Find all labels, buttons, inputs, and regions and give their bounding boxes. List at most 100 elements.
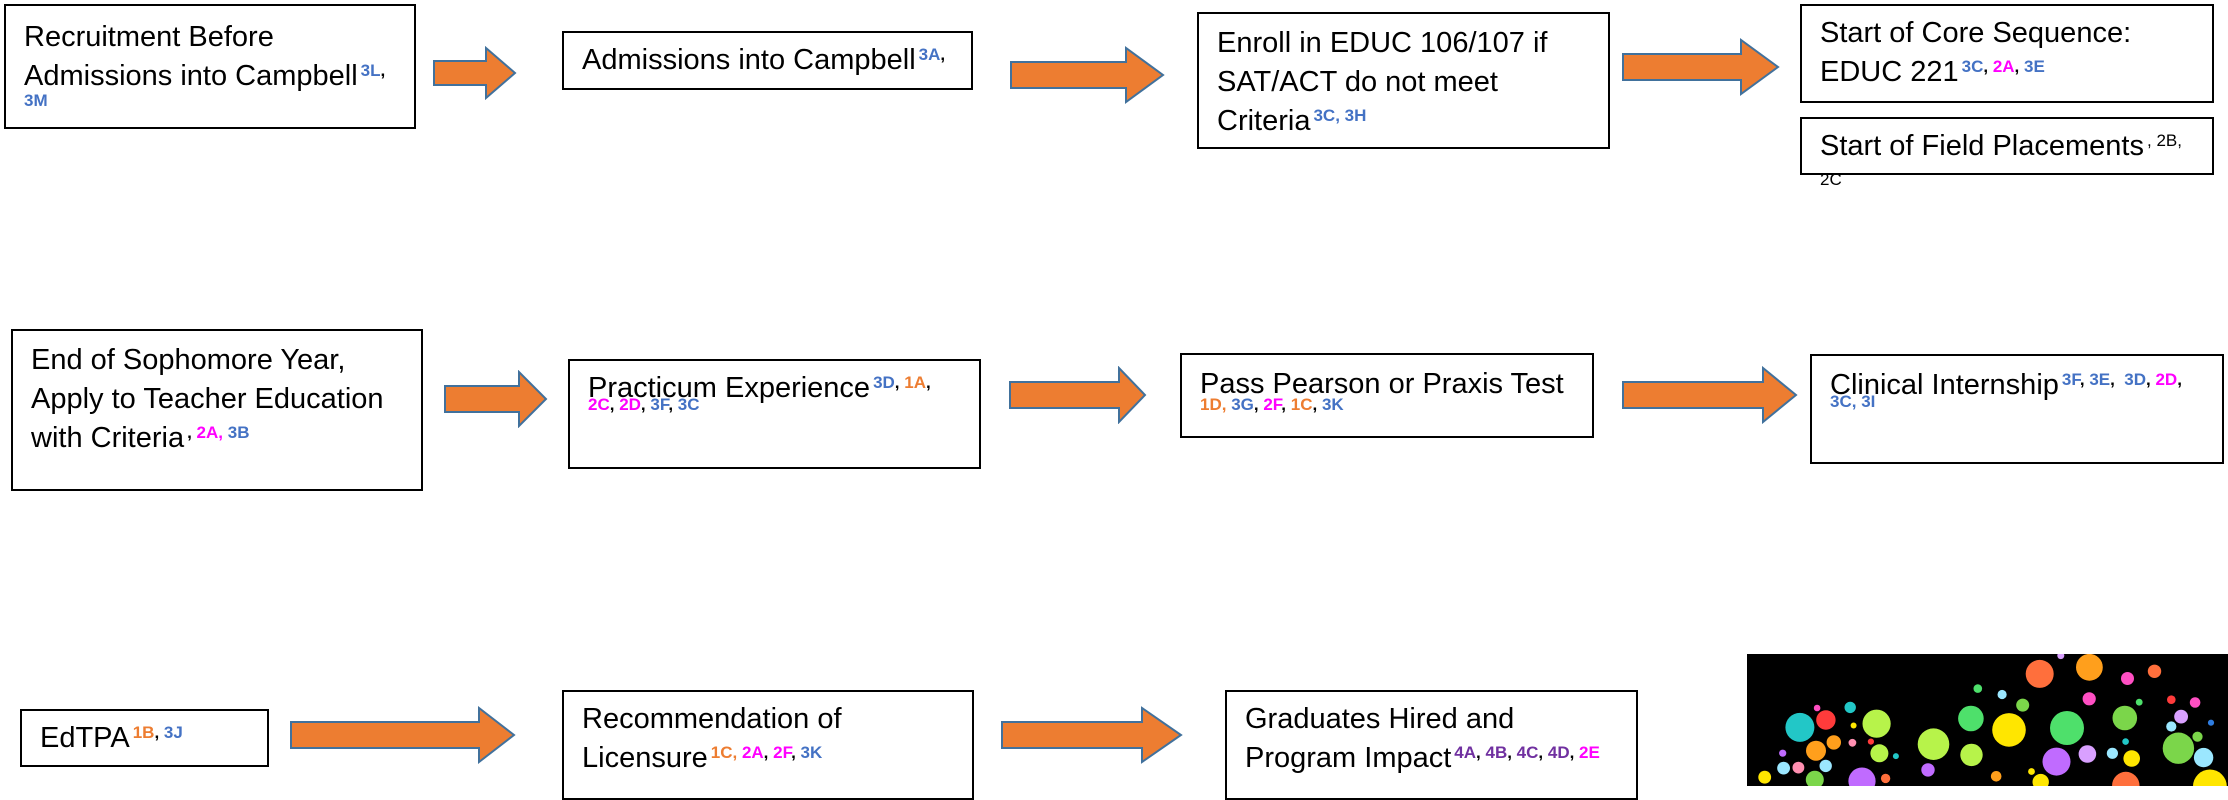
decor-circle: [1997, 689, 2007, 700]
arrow-practicum-to-pearson: [1009, 366, 1147, 424]
admissions-text: Admissions into Campbell: [582, 44, 916, 76]
decor-circle: [2028, 768, 2035, 775]
decor-circle: [2193, 769, 2227, 786]
decor-circle: [1848, 738, 1857, 747]
sophomore-line1: End of Sophomore Year,: [31, 344, 346, 376]
tag-2a: 2A: [741, 743, 764, 762]
pearson-praxis-box: Pass Pearson or Praxis Test 1D, 3G, 2F, …: [1180, 353, 1594, 438]
decor-circle: [2166, 721, 2177, 732]
decor-circle: [2078, 745, 2097, 763]
tag-2f: 2F: [773, 743, 792, 762]
arrow-recruitment-to-admissions: [433, 46, 517, 100]
decor-circle: [2025, 659, 2054, 688]
decor-circle: [2112, 705, 2138, 731]
core-line2: EDUC 221: [1820, 56, 1959, 88]
decor-circle: [2122, 738, 2129, 745]
enroll-line3: Criteria: [1217, 105, 1311, 137]
decor-circle: [2167, 695, 2176, 704]
tag-3m: 3M: [24, 91, 48, 110]
enroll-line1: Enroll in EDUC 106/107 if: [1217, 27, 1548, 59]
tag-3h: 3H: [1344, 106, 1367, 125]
tag-3e: 3E: [2024, 57, 2045, 76]
decor-circle: [1819, 759, 1832, 773]
decor-circle: [2193, 747, 2214, 768]
tag-3k: 3K: [1321, 395, 1344, 414]
decor-circle: [2207, 719, 2215, 726]
decor-circle: [1779, 749, 1787, 757]
practicum-text: Practicum Experience: [588, 372, 871, 404]
circles-artwork-image: [1747, 654, 2228, 786]
tag-3f: 3F: [2061, 370, 2080, 389]
field-text: Start of Field Placements: [1820, 130, 2144, 162]
decor-circle: [2135, 698, 2143, 706]
tag-3f: 3F: [650, 395, 669, 414]
decor-circle: [2162, 732, 2195, 764]
decor-circle: [1758, 770, 1772, 784]
decor-circle: [1862, 709, 1891, 738]
enroll-line2: SAT/ACT do not meet: [1217, 66, 1498, 98]
decor-circle: [2032, 773, 2049, 786]
edtpa-text: EdTPA: [40, 722, 130, 754]
tag-1c: 1C: [1290, 395, 1313, 414]
tag-3i: 3I: [1861, 392, 1876, 411]
tag-3c: 3C: [1830, 392, 1852, 411]
tag-2d: 2D: [619, 395, 641, 414]
core-line1: Start of Core Sequence:: [1820, 17, 2132, 49]
decor-circle: [1792, 761, 1805, 774]
tag-1b: 1B: [132, 723, 155, 742]
decor-circle: [2016, 698, 2030, 712]
recruitment-line1: Recruitment Before: [24, 21, 274, 53]
tag-3c: 3C: [1313, 106, 1336, 125]
decor-circle: [2174, 709, 2188, 724]
tag-2e: 2E: [1579, 743, 1600, 762]
tag-2d: 2D: [2155, 370, 2178, 389]
tag-3b: 3B: [227, 423, 250, 442]
tag-4a: 4A: [1454, 743, 1477, 762]
tag-3j: 3J: [163, 723, 183, 742]
decor-circle: [2147, 664, 2162, 678]
tag-4d: 4D: [1547, 743, 1570, 762]
tag-1c: 1C: [710, 743, 733, 762]
graduates-line1: Graduates Hired and: [1245, 703, 1515, 735]
recommendation-line2: Licensure: [582, 742, 708, 774]
recruitment-box: Recruitment Before Admissions into Campb…: [4, 4, 416, 129]
tag-3l: 3L: [360, 61, 381, 80]
arrow-edtpa-to-recommendation: [290, 706, 516, 764]
tag-2c: 2C: [588, 395, 610, 414]
decor-circle: [1990, 771, 2002, 782]
decor-circle: [1805, 770, 1824, 786]
decor-circle: [1867, 738, 1874, 745]
decor-circle: [1921, 763, 1935, 777]
arrow-enroll-to-core: [1622, 38, 1780, 96]
decor-circle: [2042, 747, 2071, 776]
decor-circle: [1917, 728, 1950, 760]
tag-3d: 3D: [2124, 370, 2147, 389]
decor-circle: [1826, 735, 1841, 750]
decor-circle: [2057, 654, 2065, 660]
tag-4b: 4B: [1485, 743, 1508, 762]
decor-circle: [1870, 744, 1889, 763]
decor-circle: [1992, 713, 2026, 747]
decor-circle: [1777, 761, 1790, 775]
arrow-sophomore-to-practicum: [444, 370, 548, 428]
decor-circle: [2121, 672, 2134, 685]
tag-3c: 3C: [677, 395, 700, 414]
decor-circle: [1892, 753, 1899, 760]
decor-circle: [2112, 771, 2140, 786]
decor-circle: [1880, 773, 1891, 784]
tag-1d: 1D: [1200, 395, 1222, 414]
arrow-pearson-to-clinical: [1622, 366, 1798, 424]
decor-circle: [1844, 701, 1856, 714]
tag-1a: 1A: [904, 373, 926, 392]
circles-group: [1758, 654, 2227, 786]
decor-circle: [2189, 697, 2201, 708]
decor-circle: [2082, 692, 2096, 706]
sophomore-line2: Apply to Teacher Education: [31, 383, 384, 415]
decor-circle: [2050, 711, 2084, 745]
tag-3k: 3K: [800, 743, 823, 762]
